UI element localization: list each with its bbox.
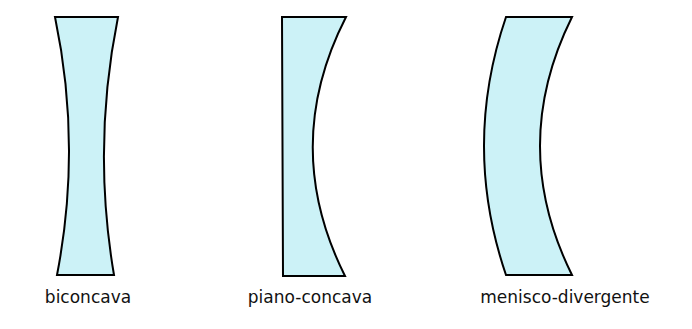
lens-label: piano-concava [248,288,372,307]
lens-label: biconcava [45,288,131,307]
biconcave-lens [55,17,118,275]
meniscus-lens [484,17,572,275]
lens-label: menisco-divergente [480,288,649,307]
plano-concave-lens [282,17,346,276]
